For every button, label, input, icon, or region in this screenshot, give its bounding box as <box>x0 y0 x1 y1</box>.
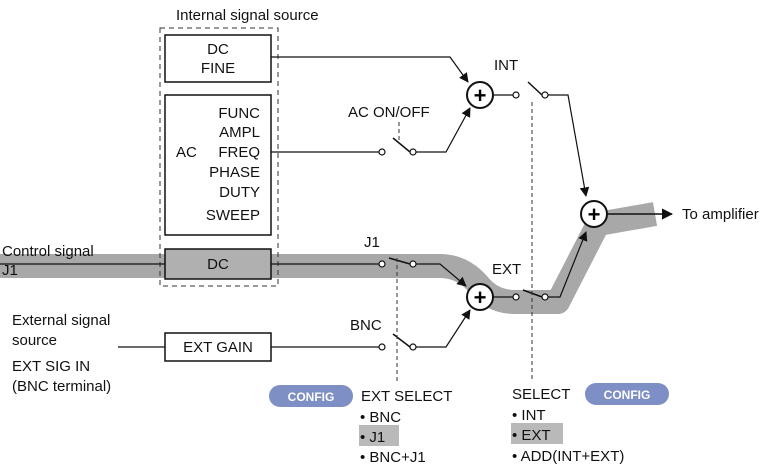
ac-item-sweep: SWEEP <box>206 207 260 224</box>
config-badge-select <box>585 383 669 405</box>
ext-label: EXT <box>492 261 521 278</box>
active-signal-path <box>0 202 658 314</box>
bnc-switch-blade <box>392 333 411 348</box>
ac-switch-in <box>378 148 386 156</box>
config-badge-ext-text: CONFIG <box>288 390 335 404</box>
ext-switch-out <box>541 293 549 301</box>
output-label: To amplifier <box>682 206 759 223</box>
select-option-add: • ADD(INT+EXT) <box>512 448 624 465</box>
int-switch-out <box>541 91 549 99</box>
ac-block <box>164 94 272 236</box>
wire-bnc-to-adder <box>416 309 471 348</box>
external-source-line2: source <box>12 332 57 349</box>
bnc-switch-out <box>409 343 417 351</box>
int-switch-in <box>512 91 520 99</box>
select-option-ext: • EXT <box>512 427 551 444</box>
j1-switch-in <box>378 260 386 268</box>
ac-switch-out <box>409 148 417 156</box>
config-badge-ext <box>269 385 353 407</box>
select-highlight <box>511 423 563 444</box>
ac-item-phase: PHASE <box>209 164 260 181</box>
dc-block-label: DC <box>207 256 229 273</box>
select-option-int: • INT <box>512 407 546 424</box>
external-source-line1: External signal <box>12 312 110 329</box>
select-title: SELECT <box>512 386 570 403</box>
ac-prefix: AC <box>176 144 197 161</box>
j1-switch-blade <box>388 257 411 265</box>
control-signal-line1: Control signal <box>2 243 94 260</box>
ext-switch-in <box>512 293 520 301</box>
ac-item-duty: DUTY <box>219 184 260 201</box>
dc-fine-block <box>164 34 272 83</box>
bnc-switch-in <box>378 343 386 351</box>
wire-int-to-final <box>548 94 590 197</box>
dc-fine-line1: DC <box>207 41 229 58</box>
wire-j1-to-adder <box>416 263 467 287</box>
ext-sig-in-line1: EXT SIG IN <box>12 358 90 375</box>
control-signal-line2: J1 <box>2 262 18 279</box>
ext-gain-label: EXT GAIN <box>183 339 253 356</box>
int-label: INT <box>494 57 518 74</box>
wire-ac-to-adder <box>416 107 471 153</box>
internal-source-label: Internal signal source <box>176 7 319 24</box>
ext-sig-in-line2: (BNC terminal) <box>12 378 111 395</box>
ac-switch-blade <box>392 137 411 153</box>
ext-select-option-bnc-j1: • BNC+J1 <box>360 449 426 466</box>
ac-item-func: FUNC <box>218 105 260 122</box>
bnc-label: BNC <box>350 317 382 334</box>
ext-select-highlight <box>359 425 399 446</box>
ac-item-freq: FREQ <box>218 144 260 161</box>
j1-label: J1 <box>364 234 380 251</box>
j1-switch-out <box>409 260 417 268</box>
ac-item-ampl: AMPL <box>219 124 260 141</box>
adder-int-plus: + <box>474 83 487 108</box>
dc-fine-line2: FINE <box>201 60 235 77</box>
ext-select-option-j1: • J1 <box>360 429 385 446</box>
internal-source-frame <box>159 27 279 287</box>
adder-ext-plus: + <box>474 285 487 310</box>
wire-dc-fine <box>271 56 469 83</box>
ext-select-option-bnc: • BNC <box>360 409 401 426</box>
wire-ext-to-final <box>548 231 588 298</box>
ext-select-title: EXT SELECT <box>361 388 452 405</box>
int-switch-blade <box>527 81 543 96</box>
config-badge-select-text: CONFIG <box>604 388 651 402</box>
adder-final-plus: + <box>588 202 601 227</box>
ac-switch-label: AC ON/OFF <box>348 104 430 121</box>
